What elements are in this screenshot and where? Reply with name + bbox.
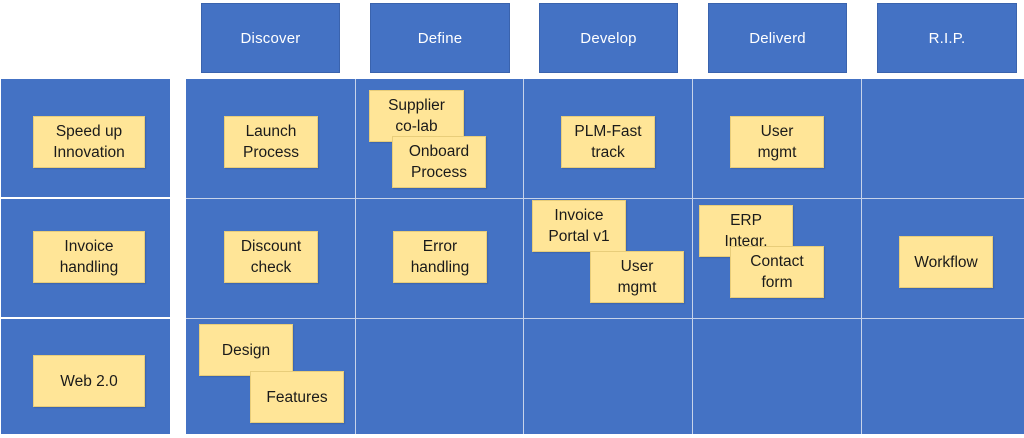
column-header-define: Define	[370, 3, 510, 73]
sticky-note-invoice-portal[interactable]: Invoice Portal v1	[532, 200, 626, 252]
grid-divider	[861, 79, 862, 434]
column-header-develop: Develop	[539, 3, 678, 73]
grid-divider	[523, 79, 524, 434]
sticky-note-launch-process[interactable]: Launch Process	[224, 116, 318, 168]
grid-divider	[355, 79, 356, 434]
sticky-note-discount-check[interactable]: Discount check	[224, 231, 318, 283]
grid-divider	[186, 318, 1024, 319]
sticky-note-user-mgmt[interactable]: User mgmt	[730, 116, 824, 168]
column-header-delivered: Deliverd	[708, 3, 847, 73]
sticky-note-onboard-process[interactable]: Onboard Process	[392, 136, 486, 188]
row-label-speed-up-innovation[interactable]: Speed up Innovation	[33, 116, 145, 168]
sticky-note-error-handling[interactable]: Error handling	[393, 231, 487, 283]
sticky-note-workflow[interactable]: Workflow	[899, 236, 993, 288]
grid-divider	[186, 198, 1024, 199]
row-label-web-2-0[interactable]: Web 2.0	[33, 355, 145, 407]
sticky-note-design[interactable]: Design	[199, 324, 293, 376]
sticky-note-plm-fast-track[interactable]: PLM-Fast track	[561, 116, 655, 168]
column-header-rip: R.I.P.	[877, 3, 1017, 73]
sticky-note-user-mgmt-2[interactable]: User mgmt	[590, 251, 684, 303]
sticky-note-supplier-colab[interactable]: Supplier co-lab	[369, 90, 464, 142]
sticky-note-features[interactable]: Features	[250, 371, 344, 423]
column-header-discover: Discover	[201, 3, 340, 73]
sticky-note-contact-form[interactable]: Contact form	[730, 246, 824, 298]
row-label-invoice-handling[interactable]: Invoice handling	[33, 231, 145, 283]
grid-divider	[692, 79, 693, 434]
